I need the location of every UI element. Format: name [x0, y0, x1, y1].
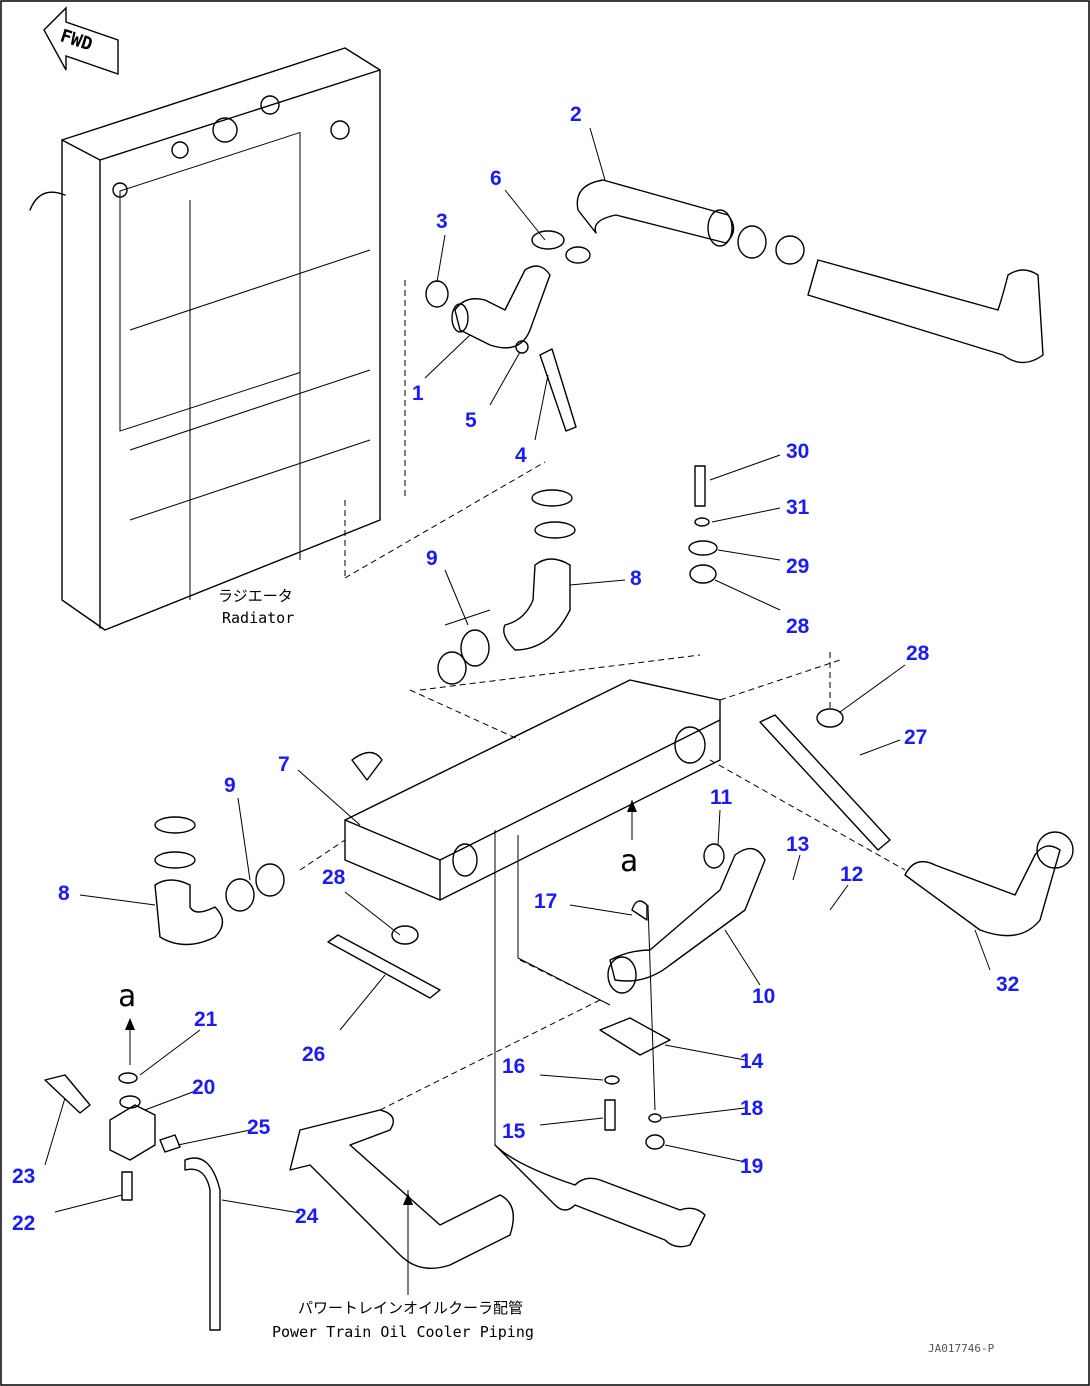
mount-hardware: [688, 465, 844, 728]
hose-32: [709, 759, 1074, 937]
callout-8-left[interactable]: 8: [58, 882, 70, 905]
piping-caption-en: Power Train Oil Cooler Piping: [272, 1323, 534, 1341]
callout-17[interactable]: 17: [534, 890, 558, 913]
callout-29[interactable]: 29: [786, 555, 810, 578]
callout-4[interactable]: 4: [515, 444, 527, 467]
callout-13[interactable]: 13: [786, 833, 810, 856]
callout-28-upper[interactable]: 28: [786, 615, 810, 638]
callout-10[interactable]: 10: [752, 985, 776, 1008]
callout-18[interactable]: 18: [740, 1097, 764, 1120]
radiator: [29, 47, 546, 631]
callout-31[interactable]: 31: [786, 496, 810, 519]
upper-hose: [576, 179, 1044, 364]
fwd-arrow-icon: [43, 6, 119, 75]
bracket-26: [327, 925, 441, 999]
radiator-caption-en: Radiator: [222, 609, 295, 627]
callout-28-lower[interactable]: 28: [322, 866, 346, 889]
callout-3[interactable]: 3: [436, 210, 448, 233]
piping-caption-jp: パワートレインオイルクーラ配管: [298, 1299, 524, 1317]
callout-30[interactable]: 30: [786, 440, 810, 463]
drawing-code: JA017746-P: [928, 1342, 995, 1355]
leader-lines: [44, 127, 991, 1214]
callout-21[interactable]: 21: [194, 1008, 218, 1031]
callout-11[interactable]: 11: [710, 786, 733, 809]
radiator-caption-jp: ラジエータ: [218, 587, 293, 605]
callout-2[interactable]: 2: [570, 103, 582, 126]
callout-5[interactable]: 5: [465, 409, 477, 432]
power-train-piping: [289, 830, 706, 1295]
callout-6[interactable]: 6: [490, 167, 502, 190]
callout-27[interactable]: 27: [904, 726, 928, 749]
callout-22[interactable]: 22: [12, 1212, 36, 1235]
callout-14[interactable]: 14: [740, 1050, 764, 1073]
callout-28-right[interactable]: 28: [906, 642, 930, 665]
callout-24[interactable]: 24: [295, 1205, 319, 1228]
bracket-27: [759, 652, 891, 851]
callout-32[interactable]: 32: [996, 973, 1020, 996]
callout-9-left[interactable]: 9: [224, 774, 236, 797]
left-elbow: [154, 816, 346, 946]
callout-26[interactable]: 26: [302, 1043, 326, 1066]
callout-8-upper[interactable]: 8: [630, 567, 642, 590]
callout-20[interactable]: 20: [192, 1076, 216, 1099]
callout-25[interactable]: 25: [247, 1116, 271, 1139]
callout-15[interactable]: 15: [502, 1120, 526, 1143]
oil-cooler: [344, 654, 841, 901]
callout-19[interactable]: 19: [740, 1155, 764, 1178]
plate-14: [599, 1017, 671, 1150]
tube-10: [517, 835, 766, 1111]
fitting-assembly: [44, 1018, 221, 1331]
callout-16[interactable]: 16: [502, 1055, 526, 1078]
view-marker-upper: a: [118, 979, 137, 1014]
elbow-and-clamps: [425, 230, 591, 432]
callout-9-upper[interactable]: 9: [426, 547, 438, 570]
callout-1[interactable]: 1: [412, 382, 424, 405]
view-marker-lower: a: [620, 844, 639, 879]
callout-7[interactable]: 7: [278, 753, 290, 776]
middle-elbow: [437, 489, 576, 685]
callout-23[interactable]: 23: [12, 1165, 36, 1188]
callout-12[interactable]: 12: [840, 863, 864, 886]
